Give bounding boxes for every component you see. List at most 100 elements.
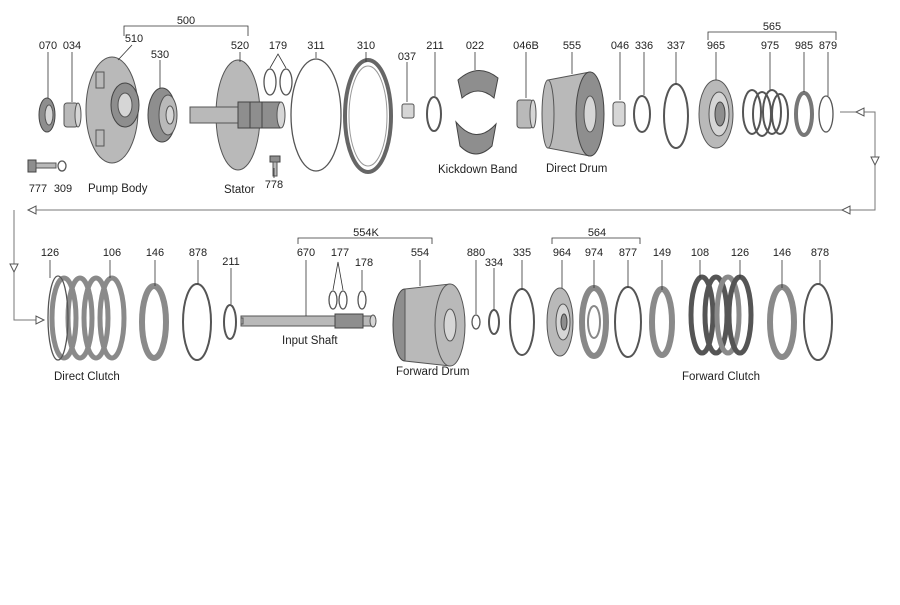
part-555-direct-drum xyxy=(541,71,605,157)
caption-forward-drum: Forward Drum xyxy=(396,366,469,378)
label-211-bottom: 211 xyxy=(222,256,240,268)
part-878-snap-ring-2 xyxy=(803,283,833,361)
label-554k: 554K xyxy=(353,227,379,239)
part-877-snap-ring xyxy=(614,286,642,358)
part-530-gear xyxy=(147,87,178,143)
part-975-springs xyxy=(742,89,789,137)
part-880-ring xyxy=(471,314,481,330)
bracket-564 xyxy=(551,237,641,244)
flow-line-bottom xyxy=(13,210,44,321)
part-334-ring xyxy=(488,309,500,335)
label-046: 046 xyxy=(611,40,629,52)
flow-arrow-right-2 xyxy=(35,315,46,325)
label-211-top: 211 xyxy=(426,40,444,52)
label-975: 975 xyxy=(761,40,779,52)
bracket-500 xyxy=(123,25,249,36)
label-335: 335 xyxy=(513,247,531,259)
part-554-forward-drum xyxy=(392,283,466,367)
part-022-kickdown-band xyxy=(455,70,499,155)
label-564: 564 xyxy=(588,227,606,239)
label-878-right: 878 xyxy=(811,247,829,259)
label-500: 500 xyxy=(177,15,195,27)
label-965: 965 xyxy=(707,40,725,52)
caption-forward-clutch: Forward Clutch xyxy=(682,371,760,383)
part-335-ring xyxy=(509,288,535,356)
caption-input-shaft: Input Shaft xyxy=(282,335,338,347)
label-879: 879 xyxy=(819,40,837,52)
part-146-pressure-plate xyxy=(139,283,169,361)
label-046b: 046B xyxy=(513,40,539,52)
label-126-left: 126 xyxy=(41,247,59,259)
part-964-piston xyxy=(546,287,574,357)
label-985: 985 xyxy=(795,40,813,52)
caption-pump-body: Pump Body xyxy=(88,183,148,195)
label-510: 510 xyxy=(125,33,143,45)
part-878-snap-ring xyxy=(182,283,212,361)
label-334: 334 xyxy=(485,257,503,269)
label-974: 974 xyxy=(585,247,603,259)
label-777: 777 xyxy=(29,183,47,195)
part-direct-clutch-pack xyxy=(47,275,127,361)
group-brackets xyxy=(123,25,837,244)
label-877: 877 xyxy=(619,247,637,259)
flow-arrow-right xyxy=(854,107,865,117)
part-211-ring-2 xyxy=(223,304,237,340)
label-530: 530 xyxy=(151,49,169,61)
caption-kickdown-band: Kickdown Band xyxy=(438,164,517,176)
caption-stator: Stator xyxy=(224,184,255,196)
part-310-gasket xyxy=(343,58,393,174)
label-034: 034 xyxy=(63,40,81,52)
part-879-snap-ring xyxy=(818,95,834,133)
part-311-oring xyxy=(290,58,342,172)
label-778: 778 xyxy=(265,179,283,191)
flow-path xyxy=(9,107,880,325)
part-336-ring xyxy=(633,95,651,133)
part-034-bushing xyxy=(63,102,82,128)
label-565: 565 xyxy=(763,21,781,33)
part-965-piston xyxy=(698,79,734,149)
part-520-stator xyxy=(189,59,286,171)
part-211-ring xyxy=(426,96,442,132)
label-311: 311 xyxy=(307,40,325,52)
label-108: 108 xyxy=(691,247,709,259)
label-126-right: 126 xyxy=(731,247,749,259)
label-179: 179 xyxy=(269,40,287,52)
part-309-washer xyxy=(57,160,67,172)
label-337: 337 xyxy=(667,40,685,52)
part-777-bolt xyxy=(27,159,57,173)
part-046-bushing xyxy=(612,101,626,127)
label-146-right: 146 xyxy=(773,247,791,259)
part-046b-bushing xyxy=(516,99,537,129)
part-178-ring xyxy=(357,290,367,310)
bracket-565 xyxy=(707,31,837,40)
label-106: 106 xyxy=(103,247,121,259)
part-forward-clutch-pack xyxy=(688,274,754,356)
label-336: 336 xyxy=(635,40,653,52)
label-670: 670 xyxy=(297,247,315,259)
flow-arrow-down xyxy=(870,156,880,167)
label-878-left: 878 xyxy=(189,247,207,259)
label-309: 309 xyxy=(54,183,72,195)
flow-arrow-left-2 xyxy=(26,205,37,215)
label-520: 520 xyxy=(231,40,249,52)
caption-direct-clutch: Direct Clutch xyxy=(54,371,120,383)
flow-arrow-left xyxy=(840,205,851,215)
label-310: 310 xyxy=(357,40,375,52)
label-070: 070 xyxy=(39,40,57,52)
label-880: 880 xyxy=(467,247,485,259)
part-510-pump-body xyxy=(85,56,140,164)
part-177-rings xyxy=(328,290,348,310)
label-554: 554 xyxy=(411,247,429,259)
part-070-seal xyxy=(38,97,56,133)
part-149-plate xyxy=(649,286,675,358)
leader-lines xyxy=(47,44,829,316)
label-146-left: 146 xyxy=(146,247,164,259)
part-146-plate-2 xyxy=(767,284,797,360)
bracket-554k xyxy=(297,237,433,244)
caption-direct-drum: Direct Drum xyxy=(546,163,607,175)
part-337-ring xyxy=(663,83,689,149)
label-022: 022 xyxy=(466,40,484,52)
part-037-bushing xyxy=(401,103,415,119)
